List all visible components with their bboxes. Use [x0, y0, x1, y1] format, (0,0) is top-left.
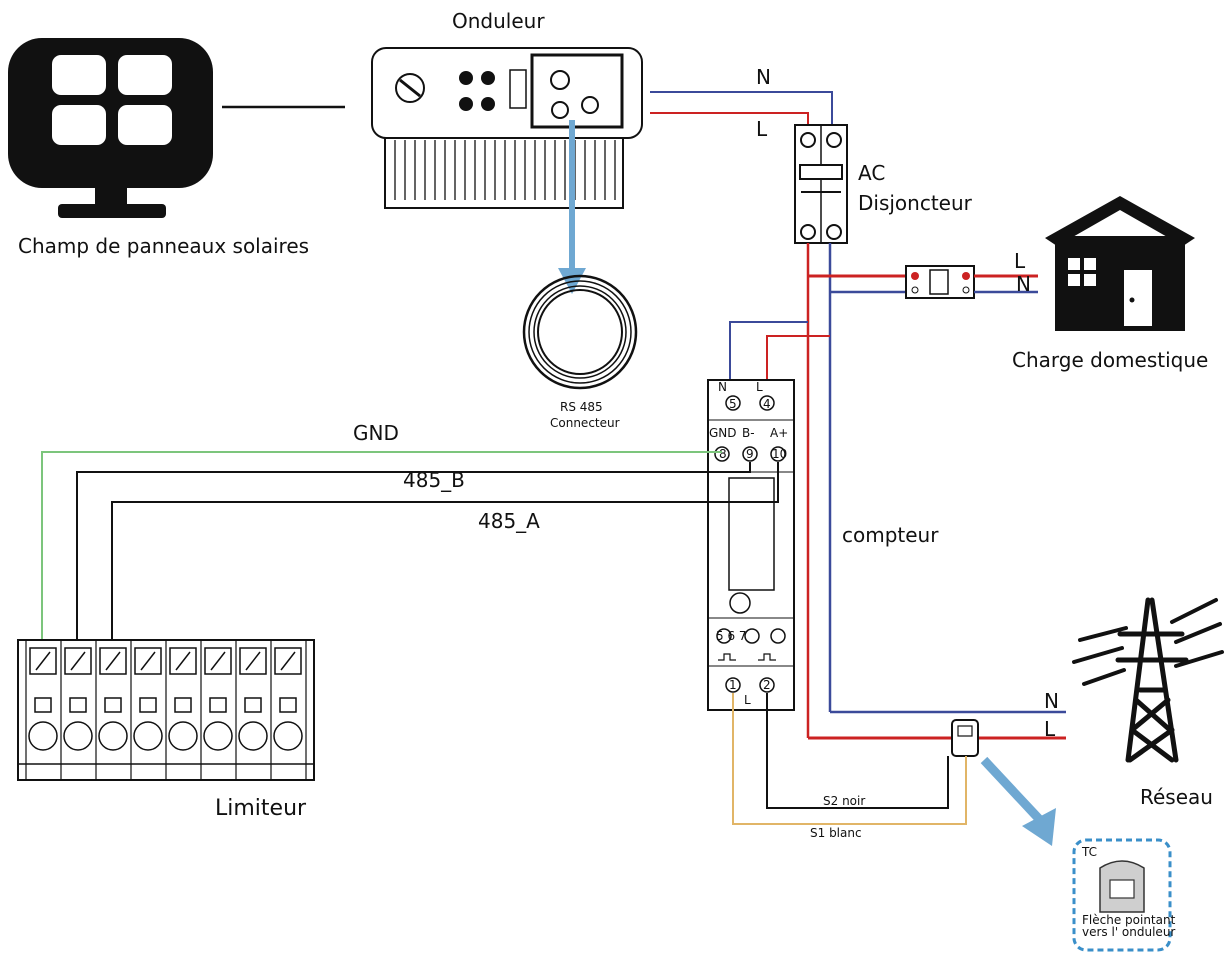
485-b-label: 485_B	[403, 468, 465, 492]
ct-clamp-icon	[951, 719, 979, 757]
meter-terminal-5: 5	[729, 397, 737, 411]
meter-terminal-567: 5 6 7	[716, 629, 747, 643]
meter-terminal-9: 9	[746, 447, 754, 461]
meter-terminal-n: N	[718, 380, 727, 394]
485-a-label: 485_A	[478, 509, 540, 533]
breaker-label-2: Disjoncteur	[858, 191, 973, 215]
s1-label: S1 blanc	[810, 826, 862, 840]
ct-note-2: vers l' onduleur	[1082, 925, 1175, 939]
meter-terminal-10: 10	[772, 447, 787, 461]
meter-terminal-b: B-	[742, 426, 755, 440]
s2-label: S2 noir	[823, 794, 865, 808]
inverter-icon	[371, 47, 643, 209]
house-label: Charge domestique	[1012, 348, 1208, 372]
ct-note-1: Flèche pointant	[1082, 913, 1176, 927]
house-n-label: N	[1016, 272, 1031, 296]
meter-terminal-bl: L	[744, 693, 751, 707]
rs485-label-2: Connecteur	[550, 416, 620, 430]
breaker-l-label: L	[756, 117, 768, 141]
house-l-label: L	[1014, 249, 1026, 273]
485-b-wire	[76, 462, 751, 650]
s2-wire	[766, 693, 949, 809]
ac-breaker-icon	[794, 124, 848, 244]
solar-panel-icon	[8, 38, 213, 218]
rs485-cable-icon	[522, 274, 638, 390]
solar-label: Champ de panneaux solaires	[18, 234, 309, 258]
485-a-wire	[111, 462, 779, 650]
power-pylon-icon	[1072, 597, 1224, 763]
inverter-n-wire	[650, 91, 833, 130]
ct-detail-icon	[1099, 860, 1145, 913]
inverter-title: Onduleur	[452, 9, 545, 33]
s1-wire	[732, 693, 967, 825]
meter-l-tap	[766, 335, 830, 396]
meter-terminal-8: 8	[719, 447, 727, 461]
meter-terminal-l: L	[756, 380, 763, 394]
meter-terminal-1: 1	[729, 678, 737, 692]
meter-terminal-gnd: GND	[709, 426, 737, 440]
meter-n-tap	[729, 321, 808, 396]
meter-terminal-4: 4	[763, 397, 771, 411]
ct-tag: TC	[1081, 845, 1097, 859]
gnd-label: GND	[353, 421, 399, 445]
meter-terminal-a: A+	[770, 426, 788, 440]
gnd-wire	[41, 451, 722, 650]
energy-meter-icon	[707, 379, 795, 711]
limiter-terminal-block-icon	[17, 639, 315, 781]
meter-terminal-2: 2	[763, 678, 771, 692]
house-icon	[1045, 196, 1195, 331]
ct-arrow-icon	[980, 756, 1056, 846]
rs485-label-1: RS 485	[560, 400, 603, 414]
house-breaker-icon	[905, 265, 975, 299]
breaker-n-label: N	[756, 65, 771, 89]
grid-l-label: L	[1044, 717, 1056, 741]
breaker-label-1: AC	[858, 161, 885, 185]
limiter-label: Limiteur	[215, 796, 307, 821]
inverter-l-wire	[650, 112, 809, 130]
meter-label: compteur	[842, 523, 939, 547]
grid-n-label: N	[1044, 689, 1059, 713]
grid-label: Réseau	[1140, 785, 1213, 809]
